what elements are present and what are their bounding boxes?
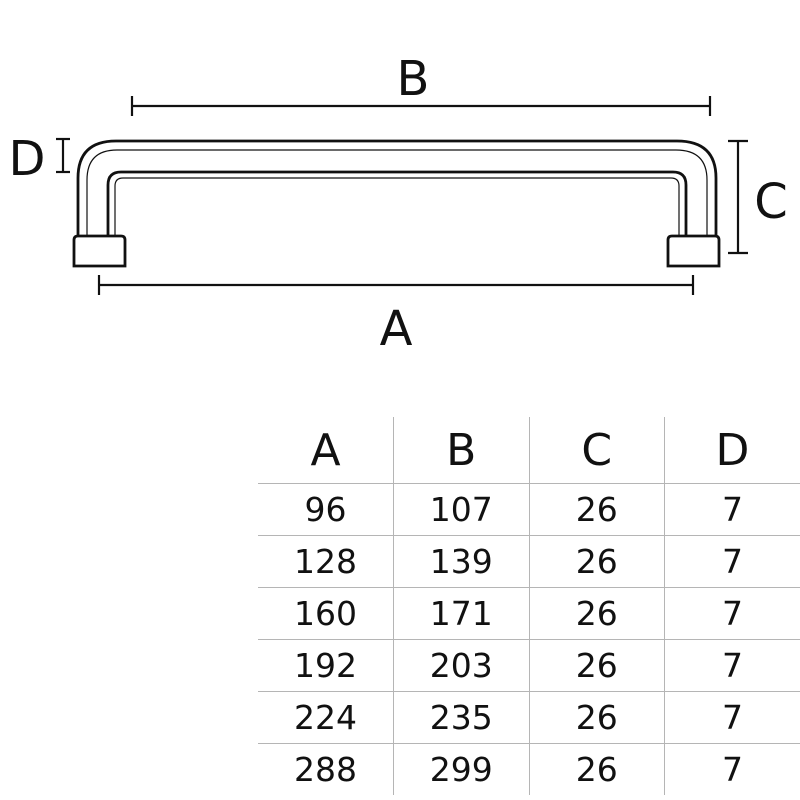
dimension-d <box>56 137 70 174</box>
cell-a: 96 <box>258 483 394 536</box>
table-header-row: A B C D <box>258 417 800 484</box>
table-row: 160 171 26 7 <box>258 587 800 640</box>
cell-d: 7 <box>664 587 800 640</box>
header-a: A <box>258 417 394 484</box>
cell-b: 107 <box>393 483 530 536</box>
left-foot <box>72 234 127 268</box>
cell-b: 171 <box>393 587 530 640</box>
handle-outline <box>76 139 718 237</box>
cell-d: 7 <box>664 535 800 588</box>
dimension-b <box>130 96 712 116</box>
cell-a: 128 <box>258 535 394 588</box>
cell-a: 160 <box>258 587 394 640</box>
dimension-b-label: B <box>397 51 430 107</box>
table-row: 96 107 26 7 <box>258 483 800 536</box>
cell-c: 26 <box>529 483 665 536</box>
cell-b: 203 <box>393 639 530 692</box>
cell-a: 288 <box>258 743 394 795</box>
dimension-d-label: D <box>9 131 46 187</box>
cell-b: 139 <box>393 535 530 588</box>
cell-c: 26 <box>529 691 665 744</box>
right-foot <box>666 234 721 268</box>
dimension-table: A B C D 96 107 26 7 128 139 26 7 160 171… <box>258 417 800 795</box>
cell-d: 7 <box>722 750 743 789</box>
dimension-c-label: C <box>754 174 788 230</box>
header-b: B <box>393 417 530 484</box>
cell-c: 26 <box>529 639 665 692</box>
cell-b: 299 <box>393 743 530 795</box>
cell-a: 224 <box>258 691 394 744</box>
dimension-a <box>97 275 695 295</box>
table-row: 128 139 26 7 <box>258 535 800 588</box>
table-row: 192 203 26 7 <box>258 639 800 692</box>
table-row: 288 299 26 7 <box>258 743 800 795</box>
cell-b: 235 <box>393 691 530 744</box>
cell-c: 26 <box>529 535 665 588</box>
header-d: D <box>664 417 800 484</box>
header-c: C <box>529 417 665 484</box>
cell-d: 7 <box>664 691 800 744</box>
handle-dimension-drawing: B D C A <box>9 51 788 357</box>
cell-c: 26 <box>529 743 665 795</box>
dimension-a-label: A <box>380 301 413 357</box>
cell-a: 192 <box>258 639 394 692</box>
cell-d: 7 <box>664 483 800 536</box>
dimension-c <box>728 139 748 255</box>
cell-d: 7 <box>664 639 800 692</box>
table-row: 224 235 26 7 <box>258 691 800 744</box>
cell-c: 26 <box>529 587 665 640</box>
